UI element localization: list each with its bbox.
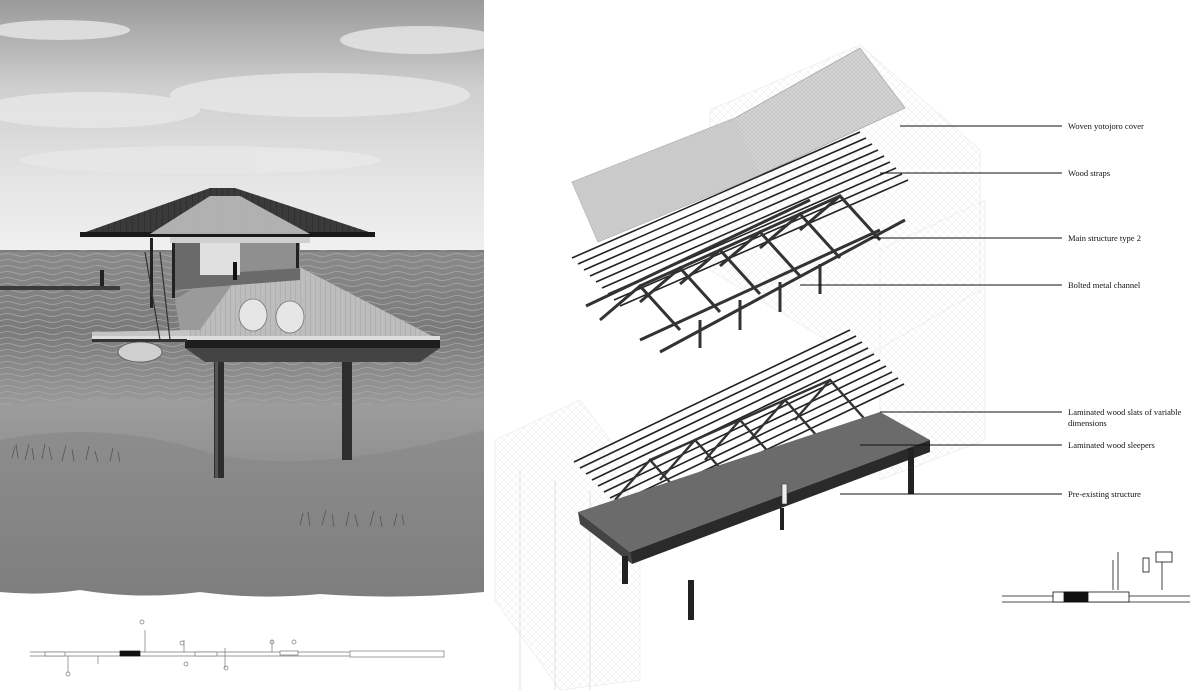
callout-bolted-channel: Bolted metal channel xyxy=(1068,280,1141,290)
woven-cover-layer xyxy=(571,47,906,243)
exploded-axonometric-panel: Woven yotojoro cover Wood straps Main st… xyxy=(490,0,1200,692)
key-plan-strip xyxy=(30,619,445,677)
clouds xyxy=(0,20,484,174)
boats xyxy=(117,298,305,363)
seagrass-left xyxy=(11,443,121,463)
seabed xyxy=(0,430,484,600)
piles xyxy=(214,350,352,478)
distant-jetty xyxy=(0,286,120,290)
main-structure-layer xyxy=(585,193,906,354)
fisherman-figure xyxy=(100,270,104,286)
exploded-axonometric-drawing: Woven yotojoro cover Wood straps Main st… xyxy=(494,44,1190,691)
callout-main-structure: Main structure type 2 xyxy=(1068,233,1141,243)
deck-platform xyxy=(578,412,930,620)
callout-wood-straps: Wood straps xyxy=(1068,168,1110,178)
callout-leaders xyxy=(800,125,1062,495)
wood-straps-layer xyxy=(571,131,909,307)
key-plan-right xyxy=(1002,551,1190,603)
callout-laminated-sleepers: Laminated wood sleepers xyxy=(1068,440,1155,450)
callout-laminated-slats: Laminated wood slats of variable xyxy=(1068,407,1182,417)
callout-pre-existing: Pre-existing structure xyxy=(1068,489,1141,499)
callout-woven-cover: Woven yotojoro cover xyxy=(1068,121,1144,131)
callout-laminated-slats-line2: dimensions xyxy=(1068,418,1107,428)
pier-perspective-render xyxy=(0,0,484,692)
assembled-roof-layer xyxy=(573,329,905,517)
perspective-render-panel xyxy=(0,0,484,692)
seagrass-right xyxy=(299,509,405,528)
pavilion xyxy=(80,188,375,308)
bottom-white-edge xyxy=(0,590,484,692)
